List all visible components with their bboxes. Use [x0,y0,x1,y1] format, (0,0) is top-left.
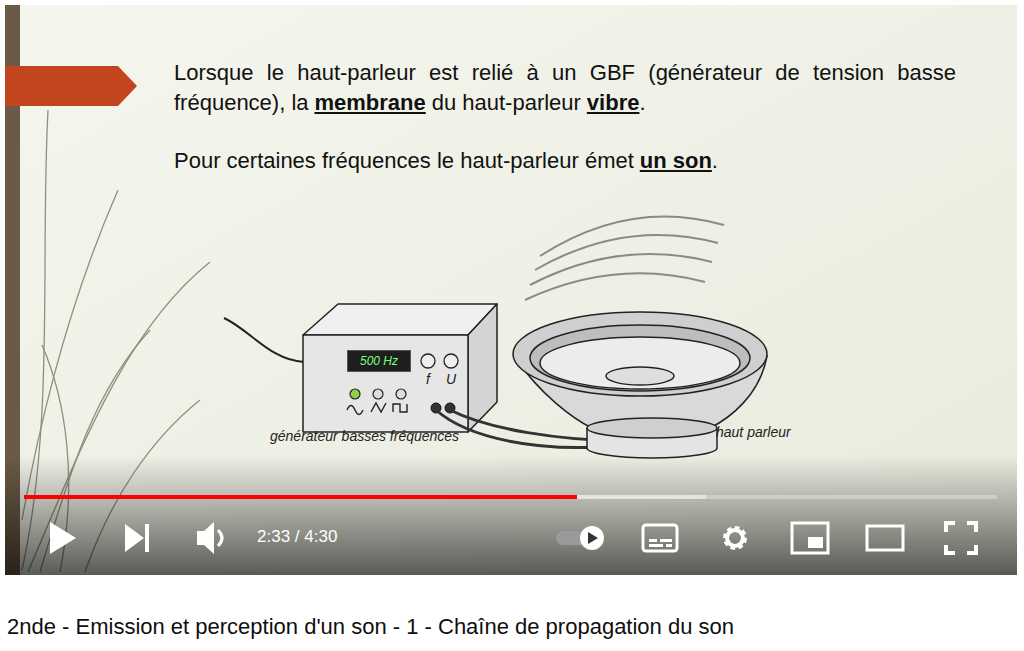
power-cord [224,318,304,362]
figure-caption: haut parleur [716,424,791,440]
sound-waves [525,216,724,300]
time-display: 2:33 / 4:30 [257,527,337,547]
slide-paragraph: Pour certaines fréquences le haut-parleu… [174,146,956,176]
progress-bar [24,495,997,499]
player-shade [5,455,1017,575]
key-word: vibre [587,90,640,115]
video-title: 2nde - Emission et perception d'un son -… [7,614,734,640]
slide-text: Pour certaines fréquences le haut-parleu… [174,148,634,173]
generator-box [303,304,497,432]
slide-background [5,5,1017,575]
slide-text: . [639,90,645,115]
key-word: un son [640,148,712,173]
slide-text: . [712,148,718,173]
red-arrow-marker [5,66,137,106]
display-readout: 500 Hz [360,354,398,368]
player-controls [50,522,976,554]
knob-label: f [426,371,430,387]
slide-text: du haut-parleur [432,90,581,115]
frequency-display: 500 Hz [347,350,411,372]
slide-paragraph: Lorsque le haut-parleur est relié à un G… [174,58,956,118]
key-word: membrane [314,90,425,115]
figure-caption: générateur basses fréquences [270,428,459,444]
knob-label: U [446,371,456,387]
